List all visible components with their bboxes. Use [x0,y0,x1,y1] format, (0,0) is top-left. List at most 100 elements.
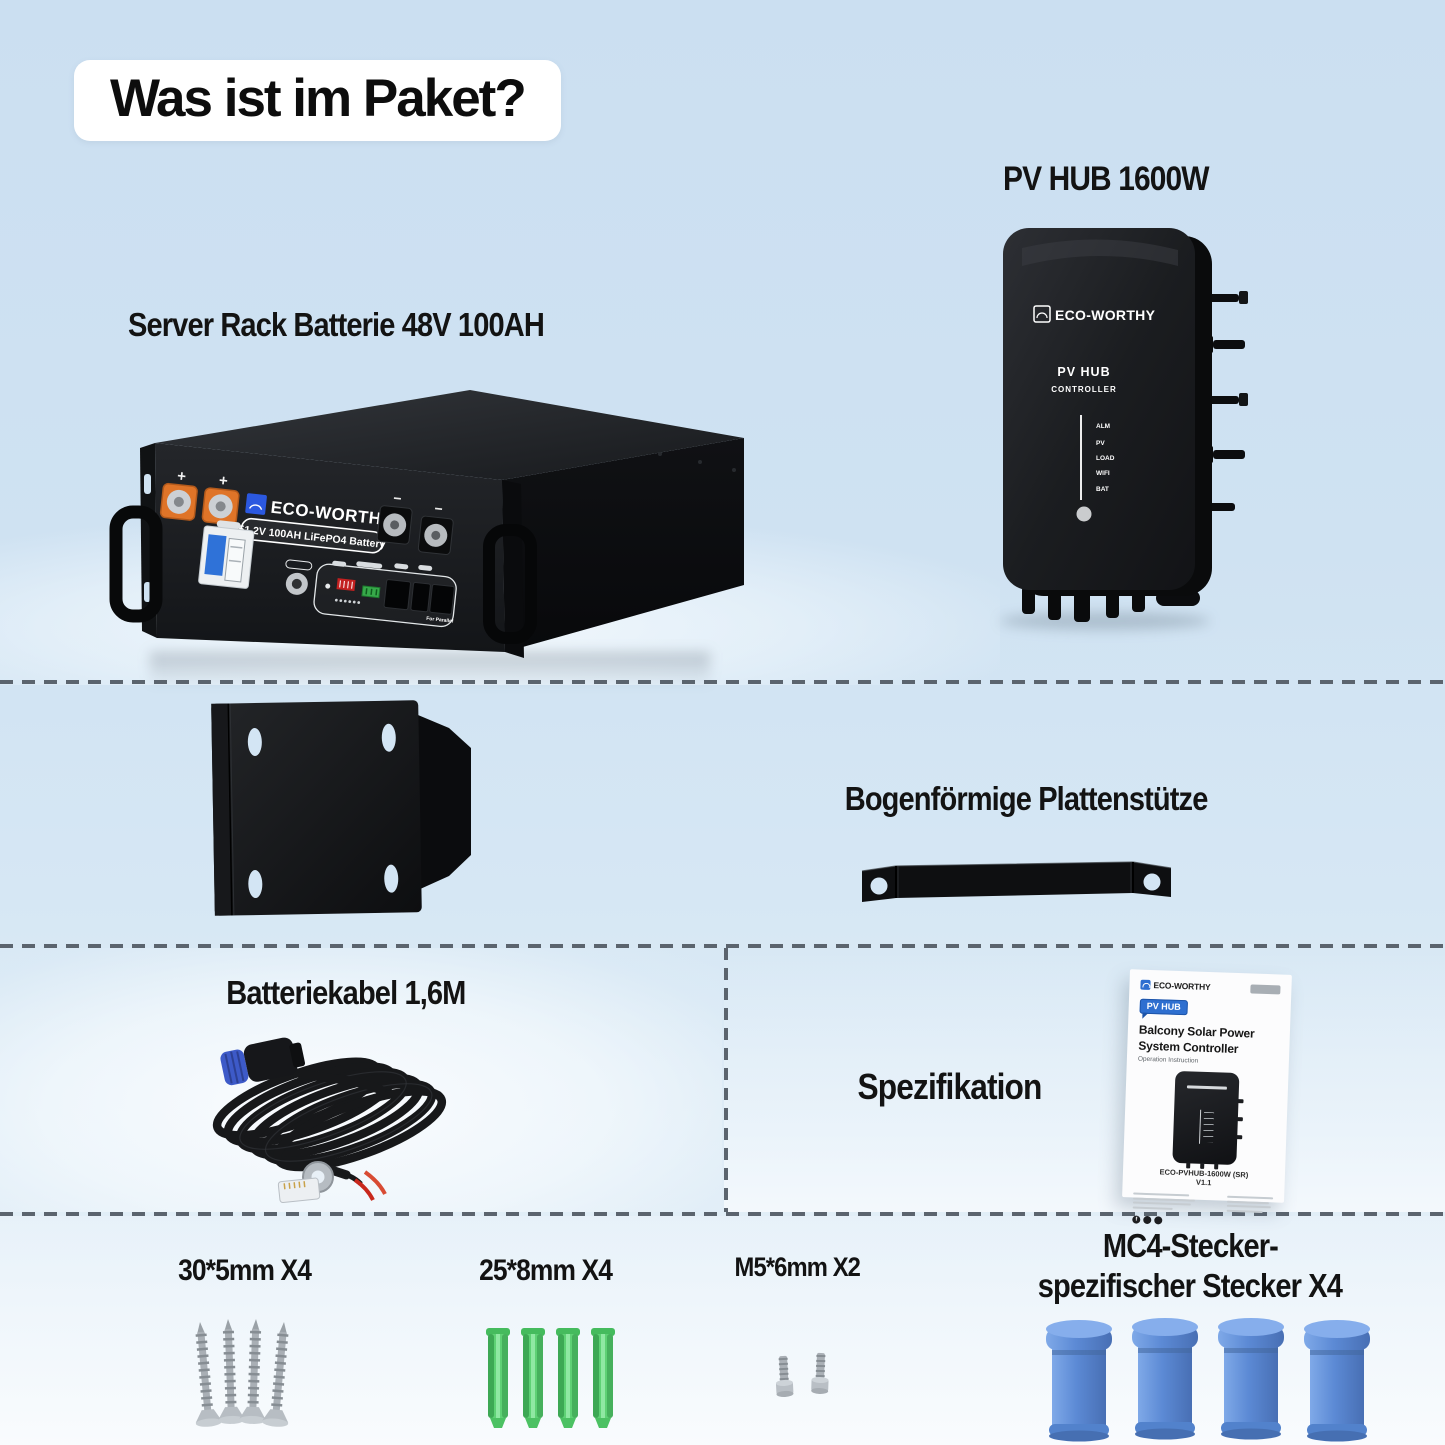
negative-terminal [417,515,454,556]
divider-row3-row4 [0,1212,1445,1216]
indicator-pv: PV [1096,440,1105,447]
battery-top-face [155,390,744,480]
screw [215,1319,245,1425]
plate-main [211,700,422,916]
mc4-label: MC4-Stecker- spezifischer Stecker X4 [1037,1227,1343,1304]
brand-logo-icon [1140,979,1151,990]
plate-hole [384,864,399,893]
plate-hole [247,728,262,757]
negative-terminal [376,505,413,545]
facebook-icon: f [1132,1215,1141,1224]
screws-small-label: M5*6mm X2 [734,1252,860,1282]
pvhub-indicator-labels: ALM PV LOAD WIFI BAT [1096,423,1115,493]
pvhub-illustration: ECO-WORTHY PV HUB CONTROLLER ALM PV LOAD… [1003,228,1248,622]
positive-terminal [159,482,198,521]
plus-mark: + [176,468,187,486]
mc4-connector [1046,1320,1112,1442]
indicator-alm: ALM [1096,423,1110,430]
screws-large-label: 30*5mm X4 [178,1254,313,1287]
breaker-window [198,520,255,589]
cable-round-connector [220,1037,306,1086]
power-knob [285,559,313,595]
sheet-brand-logo: ECO-WORTHY [1140,979,1211,993]
sheet-device-image [1172,1071,1244,1170]
cable-heading: Batteriekabel 1,6M [226,974,466,1011]
battery-right-handle [483,524,537,644]
screws-small-illustration [755,1348,855,1400]
reset-button [325,583,331,589]
machine-screw [811,1353,829,1395]
left-ear-slot [144,582,151,602]
left-ear-slot [144,474,151,494]
sheet-brand-text: ECO-WORTHY [1153,980,1211,993]
wall-anchor [521,1328,545,1428]
arc-bar-hole [870,877,888,895]
arc-bar [862,862,1171,902]
positive-terminal [201,487,240,526]
mc4-connectors-illustration [1046,1318,1370,1442]
plate-side-wing [418,715,471,890]
anchors-illustration [486,1328,615,1428]
screw [239,1319,269,1425]
sheet-title: Balcony Solar Power System Controller [1138,1022,1255,1056]
battery-cable-illustration [212,1037,447,1204]
server-rack-battery-illustration: + + ECO-WORTHY 51.2V 100AH LiFePO4 Batte… [109,390,744,658]
pvhub-led-button [1076,506,1092,522]
anchors-label: 25*8mm X4 [479,1254,614,1287]
indicator-wifi: WIFI [1096,470,1110,477]
page-title-box: Was ist im Paket? [74,60,561,141]
minus-mark: − [393,490,403,507]
cable-lead [291,1067,388,1097]
pvhub-brand-text: ECO-WORTHY [1055,307,1156,323]
minus-mark: − [434,500,444,517]
pvhub-sheen [1022,239,1178,266]
cable-red-tips [334,1169,387,1201]
brand-logo-icon [245,493,267,515]
mc4-connector [1304,1320,1370,1442]
green-terminal-block [361,585,381,599]
arc-bar-hole [1143,873,1161,891]
rj45-port [429,583,455,615]
indicator-load: LOAD [1096,455,1115,462]
pvhub-heading: PV HUB 1600W [1003,160,1209,198]
mc4-connector [1218,1318,1284,1440]
social-icon [1143,1215,1152,1224]
parallel-port-label: For Parallel [426,616,454,625]
plate-hole [381,723,396,752]
divider-row1-row2 [0,680,1445,684]
screw [262,1321,297,1428]
pvhub-device-subtitle: CONTROLLER [1051,385,1117,394]
control-strip: For Parallel [313,560,457,628]
battery-left-handle [109,505,163,623]
specification-heading: Spezifikation [858,1066,1043,1107]
rj45-port [410,581,431,613]
rj45-port [383,579,411,611]
arc-support-illustration [861,861,1172,902]
wall-anchor [556,1328,580,1428]
sheet-version-badge [1250,983,1281,995]
cable-coil [212,1057,447,1172]
sheet-pvhub-badge: PV HUB [1139,998,1188,1016]
battery-heading: Server Rack Batterie 48V 100AH [128,306,545,343]
screws-large-illustration [182,1312,302,1438]
mounting-plate-illustration [211,700,471,916]
plus-mark: + [218,472,229,490]
indicator-bat: BAT [1096,486,1109,493]
divider-cable-spec [724,948,728,1212]
rj45-connector [277,1177,321,1204]
specification-sheet: ECO-WORTHY PV HUB Balcony Solar Power Sy… [1122,969,1292,1225]
divider-row2-row3 [0,944,1445,948]
dip-switch-block [336,578,356,592]
wall-anchor [591,1328,615,1428]
sheet-fine-print [1132,1192,1274,1213]
pvhub-brand-logo: ECO-WORTHY [1033,305,1156,323]
machine-screw [775,1356,794,1398]
mc4-connector [1132,1318,1198,1440]
battery-side-face [502,438,744,652]
social-icon [1154,1215,1163,1225]
brand-logo-icon [1033,305,1051,323]
pvhub-body [1003,228,1195,590]
wall-anchor [486,1328,510,1428]
page-title: Was ist im Paket? [110,69,527,128]
